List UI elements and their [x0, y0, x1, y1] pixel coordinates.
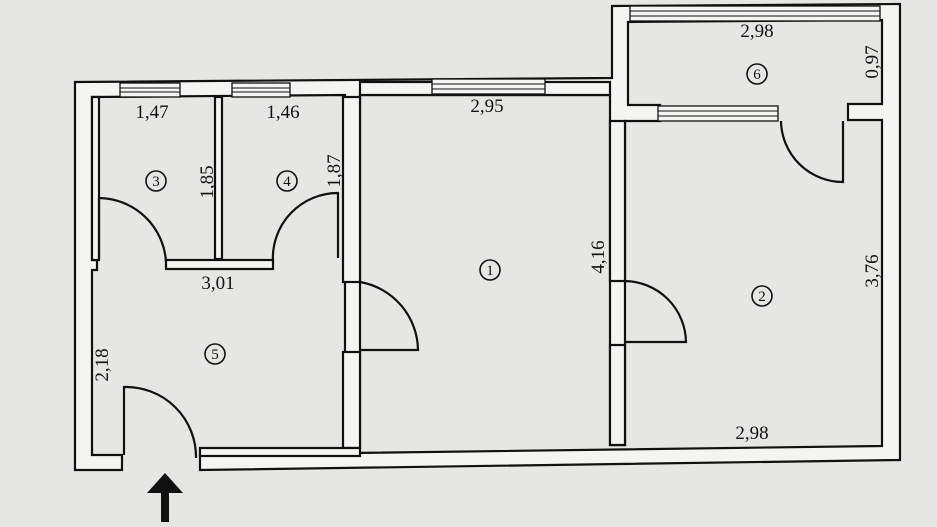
door-entrance — [122, 385, 198, 459]
wall-room1-room2-lower — [608, 343, 627, 447]
dim-room3-width: 1,47 — [135, 102, 168, 123]
room-label-1: 1 — [479, 259, 501, 281]
dim-room5-width: 3,01 — [201, 273, 234, 294]
door-room1 — [359, 280, 420, 352]
room-number: 4 — [283, 174, 291, 190]
wall-room1-room2-upper — [608, 119, 627, 283]
room-number: 1 — [486, 263, 494, 279]
window-room2 — [657, 105, 779, 122]
dim-room1-width: 2,95 — [470, 96, 503, 117]
dim-room4-width: 1,46 — [266, 102, 299, 123]
wall-closets-hall — [164, 258, 275, 271]
wall-hall-room1-upper — [341, 95, 362, 284]
outer-wall — [73, 2, 902, 472]
window-room4 — [231, 82, 291, 98]
wall-hall-room1-lower — [341, 350, 362, 450]
room-label-6: 6 — [746, 63, 768, 85]
dim-room2-length: 3,76 — [862, 254, 883, 287]
dim-room2-width: 2,98 — [735, 423, 768, 444]
arrow-up-icon — [147, 473, 183, 522]
room-label-5: 5 — [204, 343, 226, 365]
door-room2 — [624, 279, 688, 344]
room-label-4: 4 — [276, 170, 298, 192]
door-room3 — [97, 196, 168, 263]
window-room3 — [119, 82, 181, 98]
dim-room4-length: 1,87 — [324, 154, 345, 187]
door-room4 — [271, 191, 340, 263]
wall-room3-left — [90, 95, 101, 262]
room-number: 2 — [758, 289, 766, 305]
dim-room6-width: 2,98 — [740, 21, 773, 42]
room-label-3: 3 — [145, 170, 167, 192]
room-number: 3 — [152, 174, 160, 190]
window-room6 — [629, 5, 881, 22]
dim-room6-length: 0,97 — [862, 45, 883, 78]
window-room1 — [431, 78, 546, 95]
door-room6 — [779, 120, 845, 184]
room-number: 5 — [211, 347, 219, 363]
dim-room5-length: 2,18 — [92, 348, 113, 381]
room-label-2: 2 — [751, 285, 773, 307]
wall-hall-bottom — [198, 446, 362, 458]
dim-room1-length: 4,16 — [588, 240, 609, 273]
room-number: 6 — [753, 67, 761, 83]
windows — [119, 5, 881, 122]
dim-room3-length: 1,85 — [197, 165, 218, 198]
